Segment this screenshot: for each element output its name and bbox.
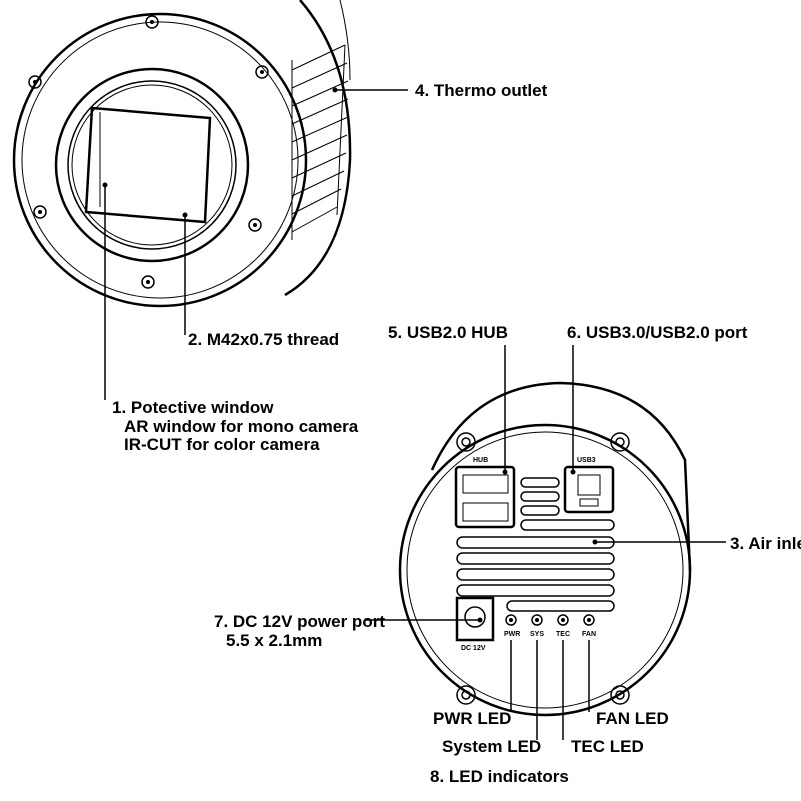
- led-fan-text: FAN: [582, 631, 596, 638]
- label-dc-size: 5.5 x 2.1mm: [226, 631, 322, 650]
- led-indicators: PWR SYS TEC FAN: [504, 614, 596, 638]
- usb3-text: USB3: [577, 457, 596, 464]
- label-usb-hub: 5. USB2.0 HUB: [388, 323, 508, 342]
- screws: [28, 15, 269, 289]
- hub-text: HUB: [473, 457, 488, 464]
- led-tec-text: TEC: [556, 631, 570, 638]
- camera-front-view: [12, 0, 352, 308]
- air-inlet-slots: [456, 477, 615, 612]
- label-thermo-outlet: 4. Thermo outlet: [415, 81, 548, 100]
- camera-body-cylinder: [284, 0, 352, 297]
- label-pwr-led: PWR LED: [433, 709, 511, 728]
- label-air-inlet: 3. Air inlet: [730, 534, 801, 553]
- thermo-outlet-fins: [291, 44, 349, 240]
- label-led-indicators: 8. LED indicators: [430, 767, 569, 786]
- label-tec-led: TEC LED: [571, 737, 644, 756]
- led-pwr-text: PWR: [504, 631, 520, 638]
- label-thread: 2. M42x0.75 thread: [188, 330, 339, 349]
- front-plate: [12, 12, 308, 308]
- label-window-color: IR-CUT for color camera: [124, 435, 320, 454]
- led-sys-text: SYS: [530, 631, 544, 638]
- screws-back: [456, 432, 630, 705]
- label-fan-led: FAN LED: [596, 709, 669, 728]
- usb-hub-port: HUB: [454, 457, 516, 529]
- m42-thread-ring: [54, 67, 250, 263]
- label-window-title: 1. Potective window: [112, 398, 274, 417]
- back-plate: [398, 423, 692, 717]
- dc-text: DC 12V: [461, 645, 486, 652]
- label-window-mono: AR window for mono camera: [124, 417, 359, 436]
- usb3-port: USB3: [563, 457, 615, 514]
- label-system-led: System LED: [442, 737, 541, 756]
- label-usb-port: 6. USB3.0/USB2.0 port: [567, 323, 748, 342]
- label-dc-power: 7. DC 12V power port: [214, 612, 385, 631]
- camera-back-view: HUB USB3 DC 12V: [398, 381, 692, 717]
- dc-power-port: DC 12V: [455, 596, 495, 652]
- protective-window: [84, 106, 212, 224]
